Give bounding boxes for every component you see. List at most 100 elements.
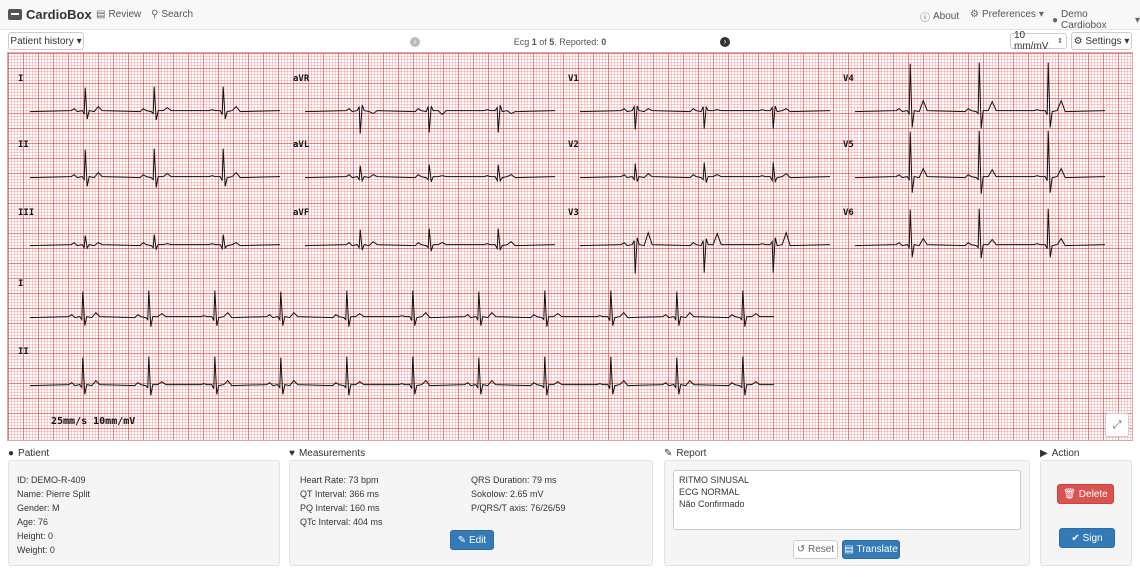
pqrst-axis: P/QRS/T axis: 76/26/59 [471, 503, 566, 513]
measurements-panel-title: ♥Measurements [289, 448, 365, 459]
ecg-prefix: Ecg [513, 37, 532, 47]
previous-ecg-icon[interactable]: ‹ [410, 37, 420, 47]
nav-review-label: Review [108, 9, 142, 20]
rhythm-trace-ii [29, 356, 774, 396]
nav-user-label: Demo Cardiobox [1061, 9, 1107, 31]
select-arrows-icon: ⇕ [1057, 38, 1063, 45]
report-line: Não Confirmado [679, 499, 745, 509]
patient-gender: Gender: M [17, 503, 60, 513]
qrs-duration: QRS Duration: 79 ms [471, 475, 557, 485]
play-icon: ▶ [1040, 448, 1048, 459]
user-icon: ● [1052, 14, 1059, 26]
report-textarea[interactable]: RITMO SINUSAL ECG NORMAL Não Confirmado [673, 470, 1021, 530]
report-title-label: Report [676, 448, 707, 459]
pencil-square-icon: ✎ [664, 448, 673, 459]
nav-about-label: About [933, 11, 960, 22]
trace-v1 [579, 104, 831, 130]
sign-button[interactable]: ✔ Sign [1059, 528, 1115, 548]
lead-label-v1: V1 [568, 74, 579, 84]
next-ecg-icon[interactable]: › [720, 37, 730, 47]
patient-panel-title: ●Patient [8, 448, 49, 459]
caret-down-icon: ▾ [1134, 14, 1140, 26]
nav-about[interactable]: ⓘ About [920, 9, 959, 24]
sign-button-label: Sign [1082, 532, 1103, 544]
ecg-current: 1 [531, 37, 537, 47]
gain-select-value: 10 mm/mV [1014, 30, 1049, 52]
patient-history-dropdown[interactable]: Patient history ▾ [8, 32, 84, 50]
edit-icon: ✎ [457, 534, 467, 546]
brand-name: CardioBox [26, 7, 92, 22]
lead-label-iii: III [18, 208, 35, 218]
edit-button[interactable]: ✎ Edit [450, 530, 494, 550]
reset-button-label: Reset [808, 544, 835, 555]
patient-title-label: Patient [18, 448, 50, 459]
settings-label: Settings [1085, 35, 1122, 47]
lead-label-v2: V2 [568, 140, 579, 150]
gear-icon: ⚙ [1073, 35, 1083, 47]
translate-button-label: Translate [856, 544, 898, 555]
caret-down-icon: ▾ [1038, 9, 1044, 20]
rhythm-label-i: I [18, 279, 24, 289]
trace-i [29, 86, 281, 121]
nav-user-menu[interactable]: ● Demo Cardiobox ▾ [1052, 9, 1140, 31]
search-icon: ⚲ [151, 9, 159, 20]
expand-icon[interactable]: ⤢ [1105, 413, 1129, 437]
trash-icon: 🗑 [1063, 488, 1076, 500]
reset-button[interactable]: ↺ Reset [793, 540, 838, 559]
ecg-of: of [536, 37, 550, 47]
trace-v3 [579, 230, 831, 274]
lead-label-v5: V5 [843, 140, 854, 150]
nav-preferences[interactable]: ⚙ Preferences ▾ [970, 9, 1044, 20]
lead-label-v4: V4 [843, 74, 854, 84]
user-icon: ● [8, 448, 15, 459]
action-panel: 🗑 Delete ✔ Sign [1040, 460, 1132, 566]
nav-preferences-label: Preferences [981, 9, 1036, 20]
nav-review[interactable]: ▤ Review [96, 9, 141, 20]
lead-label-v3: V3 [568, 208, 579, 218]
trace-avf [304, 228, 556, 252]
ecg-total: 5 [549, 37, 555, 47]
pq-interval: PQ Interval: 160 ms [300, 503, 380, 513]
lead-label-avr: aVR [293, 74, 310, 84]
heart-rate: Heart Rate: 73 bpm [300, 475, 379, 485]
patient-id: ID: DEMO-R-409 [17, 475, 86, 485]
measurements-panel: Heart Rate: 73 bpm QT Interval: 366 ms P… [289, 460, 653, 566]
undo-icon: ↺ [796, 544, 806, 555]
report-line: RITMO SINUSAL [679, 475, 750, 485]
ecg-counter: Ecg 1 of 5. Reported: 0 [480, 37, 640, 47]
nav-search-label: Search [161, 9, 194, 20]
trace-ii [29, 148, 281, 188]
top-navbar: CardioBox ▤ Review ⚲ Search ⓘ About ⚙ Pr… [0, 0, 1140, 31]
nav-search[interactable]: ⚲ Search [151, 9, 193, 20]
translate-button[interactable]: ▤ Translate [842, 540, 900, 559]
report-panel-title: ✎Report [664, 448, 706, 459]
scale-label: 25mm/s 10mm/mV [51, 416, 136, 427]
cardiobox-logo-icon [8, 9, 22, 20]
caret-down-icon: ▾ [1124, 35, 1130, 47]
heartbeat-icon: ♥ [289, 448, 295, 459]
gain-select[interactable]: 10 mm/mV ⇕ [1010, 30, 1067, 52]
lead-label-i: I [18, 74, 24, 84]
action-title-label: Action [1051, 448, 1080, 459]
file-icon: ▤ [844, 544, 854, 555]
patient-name: Name: Pierre Split [17, 489, 91, 499]
delete-button[interactable]: 🗑 Delete [1057, 484, 1114, 504]
action-panel-title: ▶Action [1040, 448, 1080, 459]
lead-label-avf: aVF [293, 208, 310, 218]
edit-button-label: Edit [468, 534, 487, 546]
qt-interval: QT Interval: 366 ms [300, 489, 379, 499]
lead-label-ii: II [18, 140, 29, 150]
trace-iii [29, 234, 281, 251]
patient-height: Height: 0 [17, 531, 54, 541]
trace-avl [304, 164, 556, 183]
ecg-traces [29, 62, 1106, 396]
rhythm-trace-i [29, 290, 774, 327]
settings-dropdown[interactable]: ⚙ Settings ▾ [1071, 32, 1132, 50]
patient-weight: Weight: 0 [17, 545, 55, 555]
trace-v2 [579, 162, 831, 184]
trace-v4 [854, 62, 1106, 129]
check-icon: ✔ [1071, 532, 1080, 544]
sokolow: Sokolow: 2.65 mV [471, 489, 544, 499]
brand[interactable]: CardioBox [8, 7, 92, 22]
